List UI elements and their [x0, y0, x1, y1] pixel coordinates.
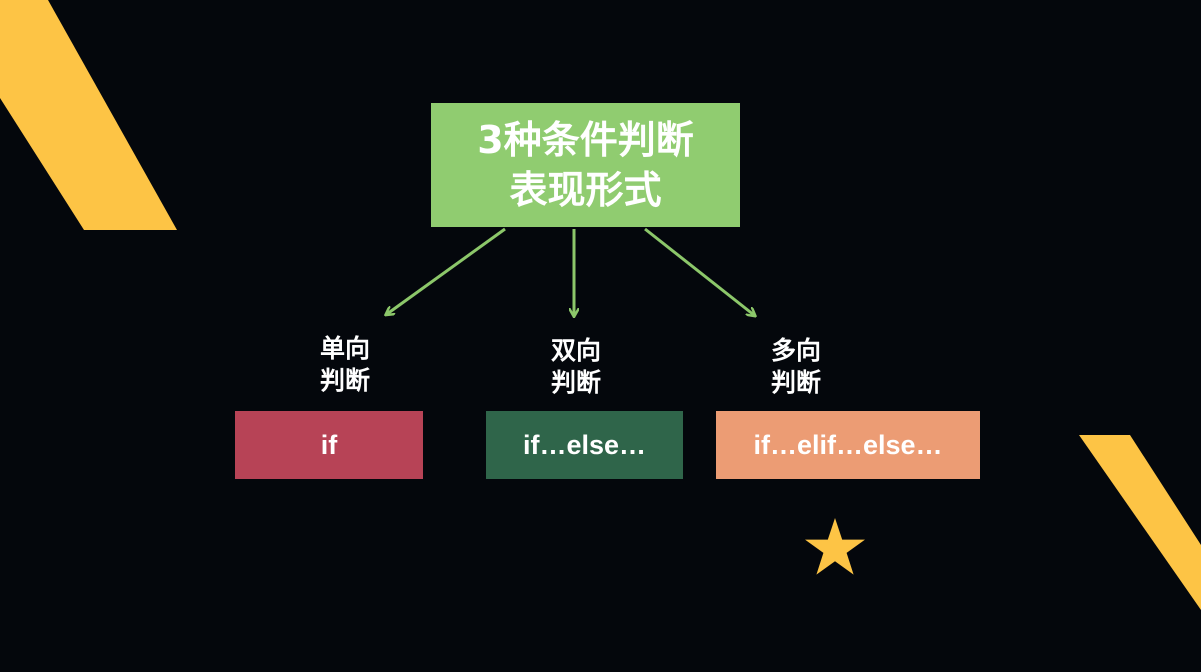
title-node: 3种条件判断 表现形式 — [431, 103, 740, 227]
title-line-2: 表现形式 — [509, 168, 662, 212]
arrow-to-single — [387, 227, 506, 314]
label-double-line-2: 判断 — [550, 368, 601, 397]
code-box-if-elif-else: if…elif…else… — [716, 411, 980, 479]
arrow-to-multi — [644, 227, 754, 315]
title-line-1: 3种条件判断 — [477, 118, 694, 162]
top-left-stripe — [0, 0, 177, 230]
label-multi-line-1: 多向 — [770, 336, 821, 365]
label-double-line-1: 双向 — [550, 336, 601, 365]
label-multi-line-2: 判断 — [770, 368, 821, 397]
label-double: 双向 判断 — [516, 335, 636, 399]
label-single-line-1: 单向 — [319, 334, 370, 363]
label-multi: 多向 判断 — [736, 335, 856, 399]
label-single-line-2: 判断 — [319, 366, 370, 395]
code-box-if: if — [235, 411, 423, 479]
star-icon — [805, 518, 865, 575]
label-single: 单向 判断 — [285, 333, 405, 397]
code-box-if-else: if…else… — [486, 411, 683, 479]
bottom-right-stripe — [1079, 435, 1201, 610]
